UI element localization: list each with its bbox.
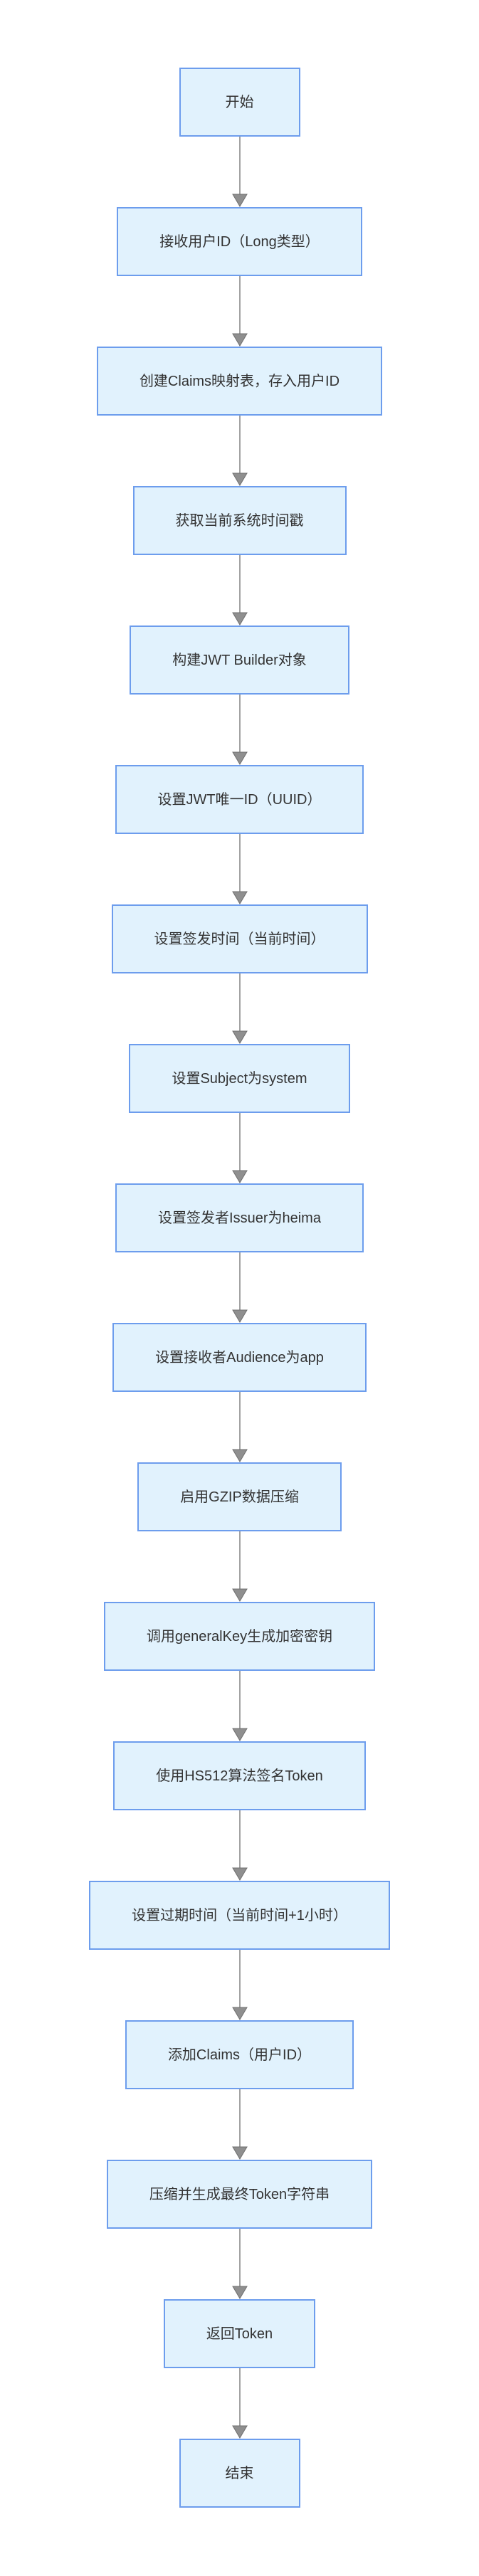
flow-node-step-3: 获取当前系统时间戳 (132, 486, 347, 555)
flow-arrow (231, 1531, 248, 1602)
flow-arrow (231, 2229, 248, 2299)
arrow-line (238, 1392, 241, 1450)
arrow-line (238, 2089, 241, 2147)
flow-arrow (231, 137, 248, 207)
arrow-down-icon (231, 194, 248, 207)
flow-node-label: 设置签发时间（当前时间） (154, 931, 325, 947)
arrow-line (238, 1950, 241, 2007)
arrow-line (238, 1671, 241, 1728)
flow-node-label: 设置Subject为system (172, 1070, 307, 1087)
flow-node-step-16: 返回Token (163, 2299, 316, 2368)
arrow-down-icon (231, 2425, 248, 2439)
flow-node-step-8: 设置签发者Issuer为heima (115, 1183, 364, 1252)
arrow-line (238, 1252, 241, 1310)
arrow-line (238, 973, 241, 1031)
flow-node-step-15: 压缩并生成最终Token字符串 (106, 2160, 373, 2229)
flow-node-end: 结束 (179, 2439, 300, 2508)
flow-node-label: 设置签发者Issuer为heima (158, 1210, 321, 1226)
arrow-line (238, 834, 241, 892)
arrow-down-icon (231, 1030, 248, 1044)
flow-arrow (231, 416, 248, 486)
flow-arrow (231, 1252, 248, 1323)
flow-node-step-4: 构建JWT Builder对象 (130, 625, 349, 695)
flow-node-label: 获取当前系统时间戳 (175, 512, 304, 529)
flow-arrow (231, 555, 248, 625)
arrow-line (238, 1531, 241, 1589)
flow-node-label: 设置过期时间（当前时间+1小时） (132, 1907, 347, 1923)
flow-node-label: 使用HS512算法签名Token (156, 1768, 323, 1784)
flow-node-label: 启用GZIP数据压缩 (180, 1489, 299, 1505)
arrow-down-icon (231, 2286, 248, 2299)
flow-node-step-11: 调用generalKey生成加密密钥 (103, 1602, 376, 1671)
arrow-down-icon (231, 1309, 248, 1323)
arrow-line (238, 2368, 241, 2426)
flow-arrow (231, 834, 248, 904)
flow-arrow (231, 1671, 248, 1741)
arrow-line (238, 276, 241, 334)
arrow-line (238, 695, 241, 752)
flow-node-step-14: 添加Claims（用户ID） (125, 2020, 354, 2089)
arrow-down-icon (231, 891, 248, 904)
arrow-down-icon (231, 1170, 248, 1183)
arrow-line (238, 1113, 241, 1171)
flow-node-step-1: 接收用户ID（Long类型） (117, 207, 362, 276)
flow-node-label: 开始 (225, 94, 254, 110)
flow-node-step-10: 启用GZIP数据压缩 (137, 1462, 342, 1531)
flow-node-label: 添加Claims（用户ID） (167, 2047, 312, 2063)
flow-node-label: 创建Claims映射表，存入用户ID (139, 373, 340, 389)
flow-node-label: 结束 (225, 2465, 254, 2481)
flow-arrow (231, 1113, 248, 1183)
flow-arrow (231, 2368, 248, 2439)
flow-node-step-5: 设置JWT唯一ID（UUID） (115, 765, 364, 834)
arrow-down-icon (231, 2146, 248, 2160)
flow-arrow (231, 2089, 248, 2160)
flow-node-step-13: 设置过期时间（当前时间+1小时） (89, 1881, 390, 1950)
flow-node-label: 设置接收者Audience为app (155, 1349, 324, 1366)
arrow-down-icon (231, 1449, 248, 1462)
arrow-line (238, 137, 241, 194)
flow-node-label: 设置JWT唯一ID（UUID） (157, 791, 322, 808)
flow-arrow (231, 1392, 248, 1462)
flow-node-label: 返回Token (206, 2326, 273, 2342)
flow-arrow (231, 1810, 248, 1881)
flow-node-step-6: 设置签发时间（当前时间） (111, 904, 368, 973)
flow-node-label: 构建JWT Builder对象 (172, 652, 307, 668)
arrow-line (238, 1810, 241, 1868)
flow-node-label: 调用generalKey生成加密密钥 (146, 1628, 333, 1645)
flow-arrow (231, 1950, 248, 2020)
flow-arrow (231, 276, 248, 347)
flow-node-step-2: 创建Claims映射表，存入用户ID (96, 347, 383, 416)
flow-arrow (231, 973, 248, 1044)
arrow-line (238, 416, 241, 473)
arrow-down-icon (231, 2007, 248, 2020)
arrow-down-icon (231, 1728, 248, 1741)
flow-node-step-9: 设置接收者Audience为app (112, 1323, 367, 1392)
flow-node-step-12: 使用HS512算法签名Token (113, 1741, 366, 1810)
arrow-down-icon (231, 612, 248, 625)
arrow-down-icon (231, 333, 248, 347)
flow-node-start: 开始 (179, 68, 300, 137)
arrow-line (238, 555, 241, 613)
arrow-down-icon (231, 751, 248, 765)
flowchart: 开始接收用户ID（Long类型） 创建Claims映射表，存入用户ID 获取当前系统… (0, 68, 479, 2508)
arrow-down-icon (231, 473, 248, 486)
flow-node-step-7: 设置Subject为system (129, 1044, 350, 1113)
flow-node-label: 压缩并生成最终Token字符串 (149, 2186, 330, 2202)
flow-node-label: 接收用户ID（Long类型） (159, 233, 320, 250)
arrow-line (238, 2229, 241, 2286)
arrow-down-icon (231, 1867, 248, 1881)
flow-arrow (231, 695, 248, 765)
arrow-down-icon (231, 1588, 248, 1602)
